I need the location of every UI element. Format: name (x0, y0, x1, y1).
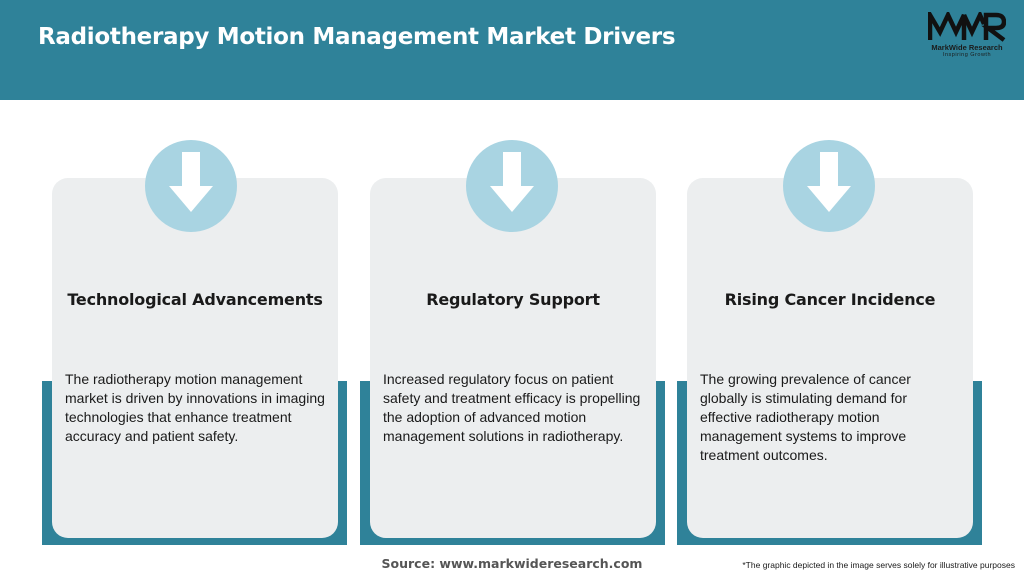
page-title: Radiotherapy Motion Management Market Dr… (38, 24, 676, 50)
header-banner: Radiotherapy Motion Management Market Dr… (0, 0, 1024, 100)
icon-circle (145, 140, 237, 232)
driver-card-regulatory-support: Regulatory Support Increased regulatory … (360, 140, 675, 550)
card-panel: Rising Cancer Incidence The growing prev… (687, 178, 973, 538)
logo-tagline: Inspiring Growth (942, 52, 992, 58)
driver-card-technological-advancements: Technological Advancements The radiother… (42, 140, 357, 550)
card-title: Technological Advancements (67, 290, 323, 309)
card-title: Rising Cancer Incidence (724, 290, 936, 309)
card-title: Regulatory Support (426, 290, 600, 309)
disclaimer-note: *The graphic depicted in the image serve… (742, 560, 1015, 570)
card-description: Increased regulatory focus on patient sa… (383, 371, 641, 444)
icon-circle (783, 140, 875, 232)
card-panel: Technological Advancements The radiother… (52, 178, 338, 538)
arrow-down-icon (807, 152, 851, 212)
mwr-logo-mark (928, 12, 1006, 42)
source-note: Source: www.markwideresearch.com (381, 556, 643, 571)
markwide-research-logo: MarkWide Research Inspiring Growth (922, 8, 1012, 58)
arrow-down-icon (490, 152, 534, 212)
driver-card-rising-cancer-incidence: Rising Cancer Incidence The growing prev… (677, 140, 992, 550)
logo-name: MarkWide Research (931, 43, 1003, 52)
arrow-down-icon (169, 152, 213, 212)
card-description: The growing prevalence of cancer globall… (700, 371, 911, 463)
card-description: The radiotherapy motion management marke… (65, 371, 325, 444)
icon-circle (466, 140, 558, 232)
card-panel: Regulatory Support Increased regulatory … (370, 178, 656, 538)
